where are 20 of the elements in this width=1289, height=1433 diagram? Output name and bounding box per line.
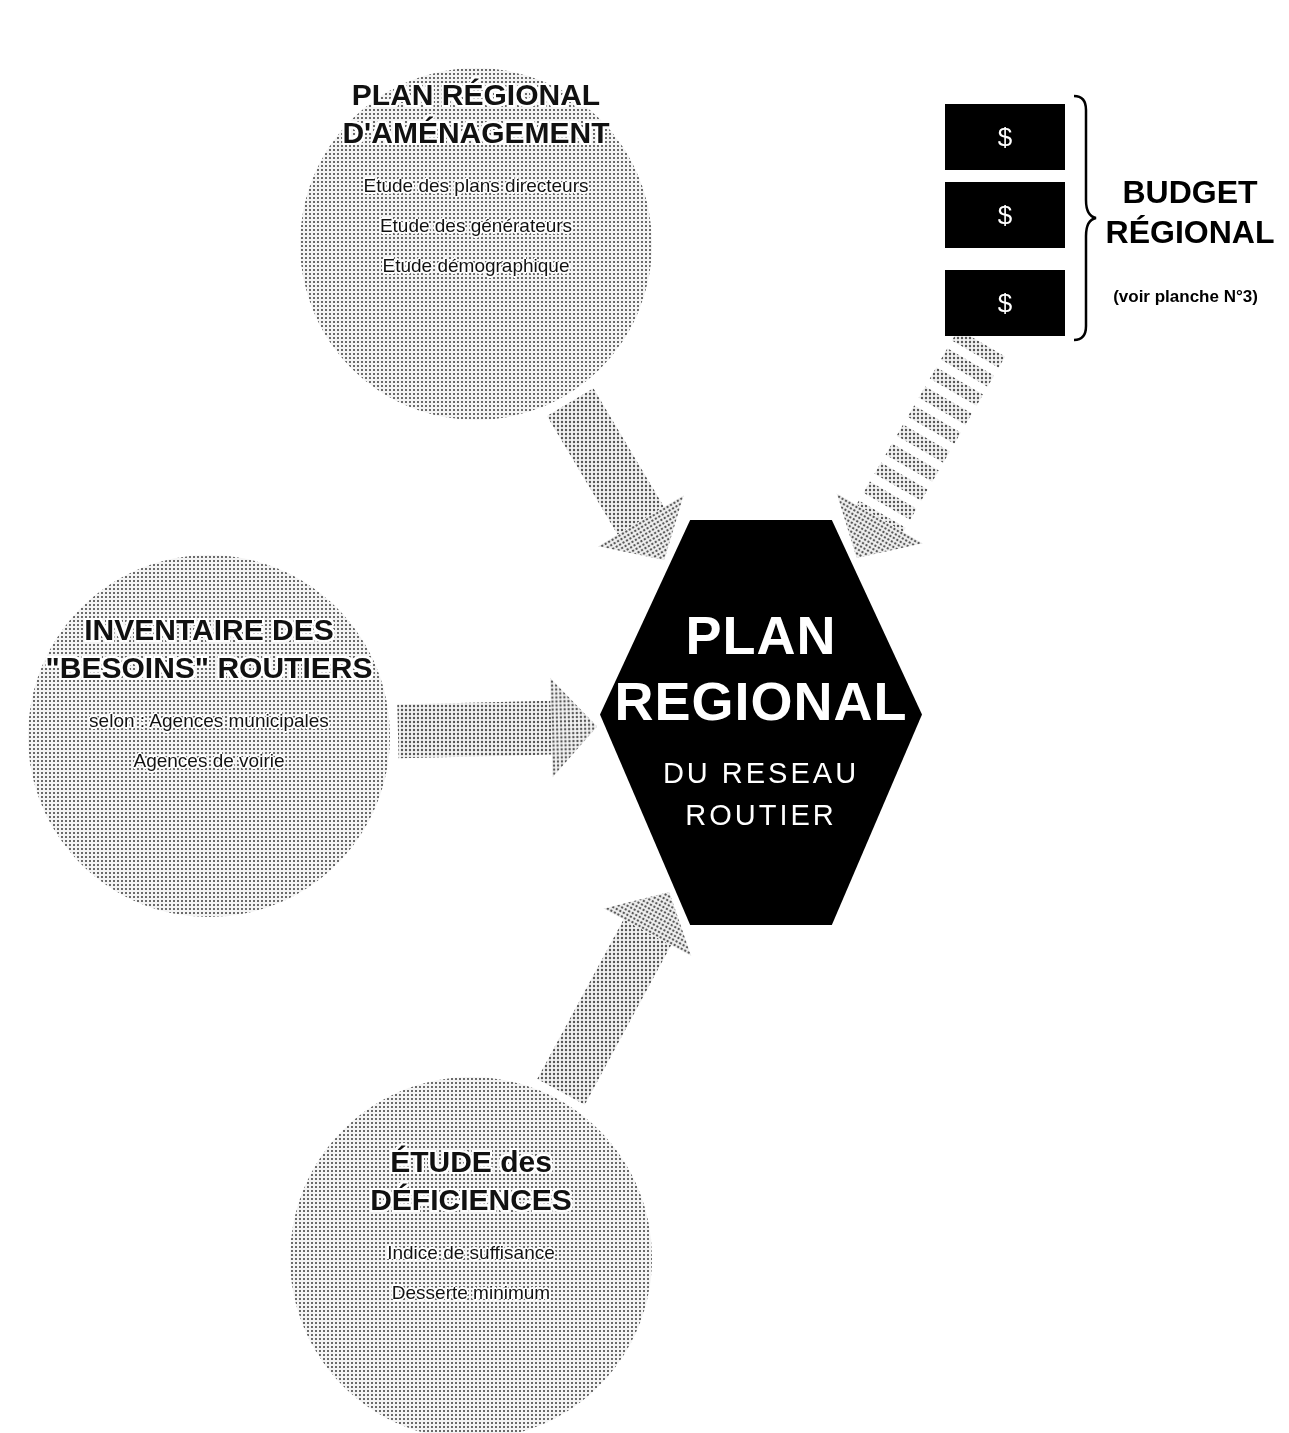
arrow (397, 677, 598, 778)
circle-text: Desserte minimum (391, 1281, 551, 1305)
arrow (546, 388, 684, 561)
circle-text: Indice de suffisance (387, 1241, 555, 1265)
circle-text: Etude des générateurs (379, 214, 573, 238)
budget-block: $ (945, 270, 1065, 336)
circle-text: selon : Agences municipales (89, 709, 329, 733)
budget-label: BUDGET RÉGIONAL (1104, 173, 1276, 252)
circle-text: Etude démographique (382, 254, 570, 278)
budget-block: $ (945, 182, 1065, 248)
circle-title: PLAN RÉGIONAL D'AMÉNAGEMENT (342, 77, 610, 151)
circle-title: INVENTAIRE DES "BESOINS" ROUTIERS (44, 612, 374, 686)
arrow (537, 892, 692, 1105)
reference-note: (voir planche N°3) (1112, 286, 1259, 308)
budget-block: $ (945, 104, 1065, 170)
hexagon-subtitle: DU RESEAU ROUTIER (661, 756, 861, 833)
circle-title: ÉTUDE des DÉFICIENCES (369, 1144, 573, 1218)
hexagon-title: PLAN REGIONAL (614, 604, 908, 733)
circle-text: Agences de voirie (133, 749, 285, 773)
circle-text: Etude des plans directeurs (363, 174, 589, 198)
